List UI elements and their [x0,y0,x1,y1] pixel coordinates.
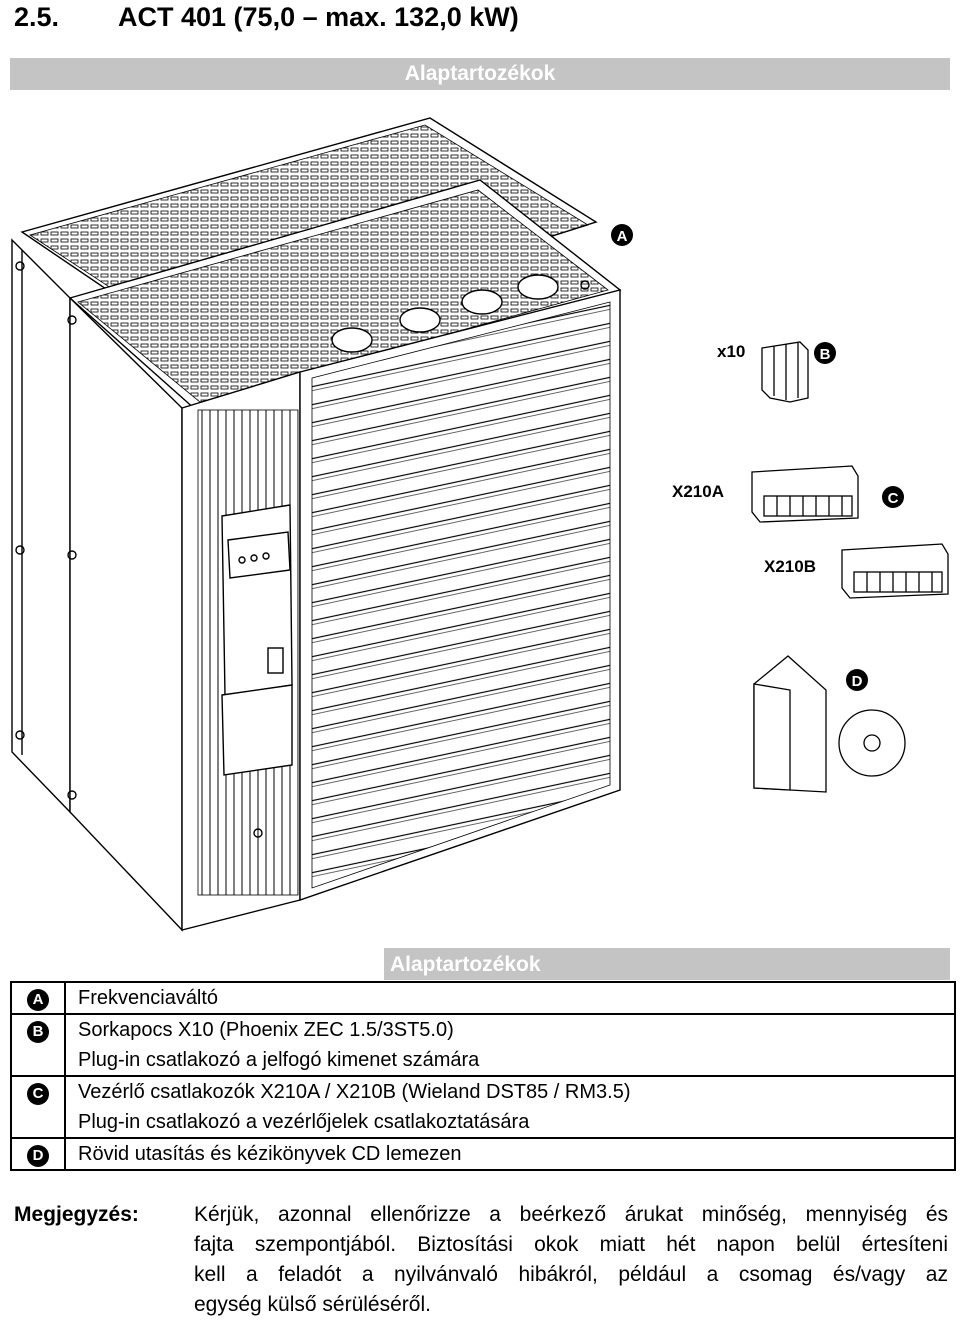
section-title: ACT 401 (75,0 – max. 132,0 kW) [118,2,519,32]
cd-disc-drawing [838,709,906,777]
marker-b: B [814,342,836,364]
accessory-description-detail: Plug-in csatlakozó a jelfogó kimenet szá… [78,1049,480,1071]
accessory-description-detail: Plug-in csatlakozó a vezérlőjelek csatla… [78,1111,530,1133]
table-row: A Frekvenciaváltó [10,981,956,1015]
letter-badge-d: D [27,1145,49,1167]
x210b-label: X210B [764,557,816,576]
connector-x210b-drawing [841,543,949,599]
accessories-table: A Frekvenciaváltó B Sorkapocs X10 (Phoen… [10,981,956,1171]
accessory-description: Frekvenciaváltó [78,987,219,1009]
x210a-label: X210A [672,482,724,501]
table-row: C Vezérlő csatlakozók X210A / X210B (Wie… [10,1075,956,1139]
svg-text:D: D [852,673,863,690]
table-banner-text: Alaptartozékok [390,953,541,976]
table-row: B Sorkapocs X10 (Phoenix ZEC 1.5/3ST5.0)… [10,1013,956,1077]
marker-d: D [846,669,868,691]
section-number: 2.5. [14,2,60,32]
letter-badge-c: C [27,1083,49,1105]
terminal-x10-drawing [761,341,809,403]
accessory-description: Sorkapocs X10 (Phoenix ZEC 1.5/3ST5.0) [78,1019,454,1041]
marker-c: C [882,486,904,508]
svg-text:C: C [888,490,899,507]
top-banner: Alaptartozékok [10,58,950,90]
device-illustration: A x10 B X210A C X210B D [11,117,949,932]
svg-text:A: A [617,228,628,245]
note-text: Kérjük, azonnal ellenőrizze a beérkező á… [194,1200,948,1320]
table-row: D Rövid utasítás és kézikönyvek CD lemez… [10,1137,956,1171]
marker-a: A [611,224,633,246]
connector-x210a-drawing [751,465,859,523]
letter-badge-a: A [27,989,49,1011]
note-label: Megjegyzés: [14,1203,139,1226]
note-line: kell a feladót a nyilvánvaló hibákról, p… [194,1263,948,1286]
note-line: Kérjük, azonnal ellenőrizze a beérkező á… [194,1203,948,1226]
frequency-inverter-drawing [11,117,622,932]
accessory-description: Vezérlő csatlakozók X210A / X210B (Wiela… [78,1081,631,1103]
table-banner: Alaptartozékok [384,948,950,980]
x10-label: x10 [717,342,745,361]
letter-badge-b: B [27,1021,49,1043]
section-heading: 2.5. ACT 401 (75,0 – max. 132,0 kW) [14,0,519,34]
manual-booklet-drawing [753,655,827,793]
svg-text:B: B [820,346,831,363]
accessory-description: Rövid utasítás és kézikönyvek CD lemezen [78,1143,462,1165]
note-line: fajta szempontjából. Biztosítási okok mi… [194,1233,948,1256]
note-line: egység külső sérüléséről. [194,1293,431,1316]
